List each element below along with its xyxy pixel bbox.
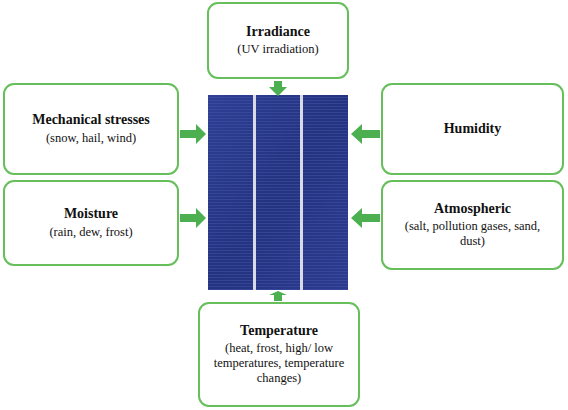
factor-title: Temperature [240, 323, 318, 340]
busbar [253, 95, 256, 290]
arrows [180, 81, 380, 301]
factor-examples: (snow, hail, wind) [46, 131, 136, 146]
factor-box: Moisture (rain, dew, frost) [3, 180, 179, 266]
factor-title: Humidity [444, 121, 502, 138]
factor-box: Humidity [381, 83, 564, 175]
factor-examples: (UV irradiation) [237, 42, 318, 57]
solar-cell [208, 95, 348, 290]
factor-title: Irradiance [246, 24, 310, 41]
arrow [269, 81, 287, 96]
factor-examples: (salt, pollution gases, sand, dust) [391, 219, 554, 249]
factor-title: Mechanical stresses [32, 112, 150, 129]
factor-box: Mechanical stresses (snow, hail, wind) [3, 83, 179, 175]
factor-box: Temperature(heat, frost, high/ low tempe… [198, 302, 360, 407]
factor-examples: (heat, frost, high/ low temperatures, te… [208, 341, 350, 386]
factor-title: Moisture [64, 206, 118, 223]
arrow [180, 124, 206, 144]
factor-examples: (rain, dew, frost) [49, 225, 132, 240]
factor-title: Atmospheric [434, 201, 511, 218]
factor-box: Atmospheric(salt, pollution gases, sand,… [381, 180, 564, 270]
factor-box: Irradiance(UV irradiation) [207, 2, 349, 79]
arrow [351, 208, 380, 228]
busbar [300, 95, 303, 290]
arrow [351, 124, 380, 144]
arrow [180, 208, 206, 228]
arrow [269, 291, 287, 301]
cell-fingers [208, 95, 348, 290]
